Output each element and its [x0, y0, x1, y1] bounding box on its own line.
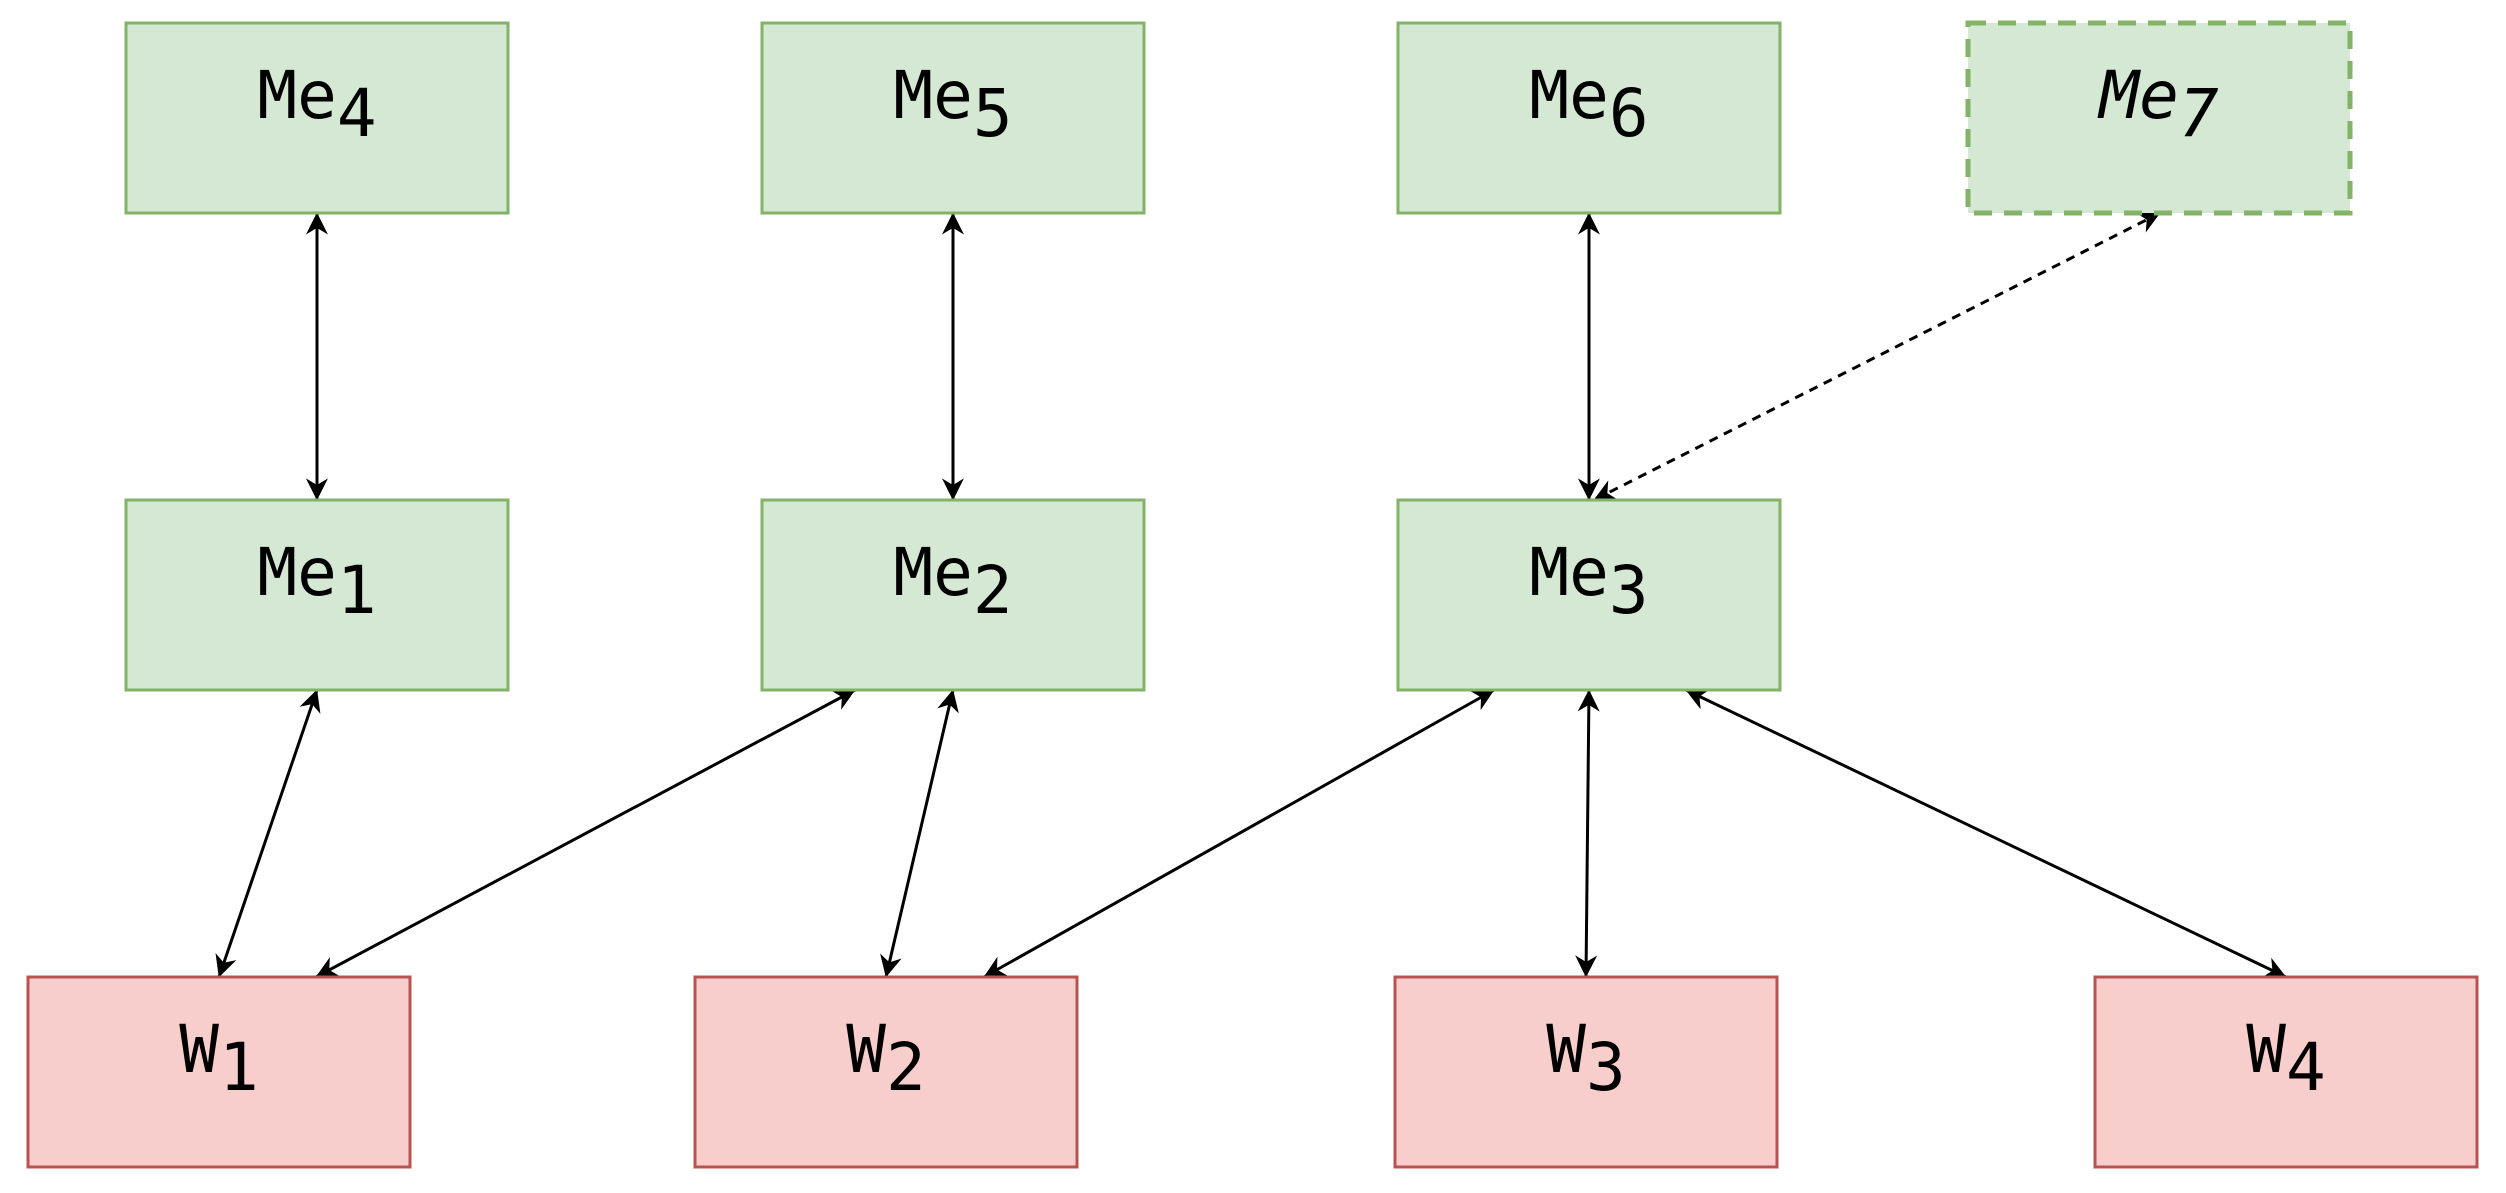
node-label: W2: [846, 1011, 926, 1106]
node-w1[interactable]: W1: [26, 975, 412, 1169]
node-w4[interactable]: W4: [2093, 975, 2479, 1169]
node-me6[interactable]: Me6: [1396, 21, 1782, 215]
node-box: [1965, 20, 2353, 216]
node-w3[interactable]: W3: [1393, 975, 1779, 1169]
node-label: Me7: [2097, 57, 2218, 152]
node-box: [760, 21, 1146, 215]
node-me5[interactable]: Me5: [760, 21, 1146, 215]
node-label: Me2: [893, 534, 1012, 629]
node-label: W3: [1546, 1011, 1626, 1106]
edge-me7-me3: [1593, 211, 2161, 502]
node-me1[interactable]: Me1: [124, 498, 510, 692]
edge-me2-w1: [315, 688, 856, 979]
edge-me3-w3: [1575, 689, 1600, 978]
node-box: [2093, 975, 2479, 1169]
node-me2[interactable]: Me2: [760, 498, 1146, 692]
node-label: Me5: [893, 57, 1012, 152]
node-w2[interactable]: W2: [693, 975, 1079, 1169]
edge-me3-w4: [1685, 688, 2287, 979]
edges-layer: [215, 211, 2287, 979]
edge-me1-w1: [215, 689, 321, 978]
node-label: Me1: [257, 534, 376, 629]
node-box: [124, 498, 510, 692]
node-me4[interactable]: Me4: [124, 21, 510, 215]
node-label: W1: [179, 1011, 259, 1106]
edge-me2-w2: [880, 689, 959, 978]
node-me3[interactable]: Me3: [1396, 498, 1782, 692]
node-me7[interactable]: Me7: [1965, 20, 2353, 216]
node-box: [124, 21, 510, 215]
node-label: Me6: [1529, 57, 1648, 152]
node-box: [26, 975, 412, 1169]
node-box: [1396, 21, 1782, 215]
node-label: Me4: [257, 57, 376, 152]
node-box: [760, 498, 1146, 692]
node-box: [1396, 498, 1782, 692]
node-box: [1393, 975, 1779, 1169]
nodes-layer: Me4 Me5 Me6 Me7 Me1: [26, 20, 2479, 1169]
node-box: [693, 975, 1079, 1169]
node-label: W4: [2246, 1011, 2326, 1106]
edge-me3-w2: [983, 688, 1495, 979]
node-label: Me3: [1529, 534, 1648, 629]
